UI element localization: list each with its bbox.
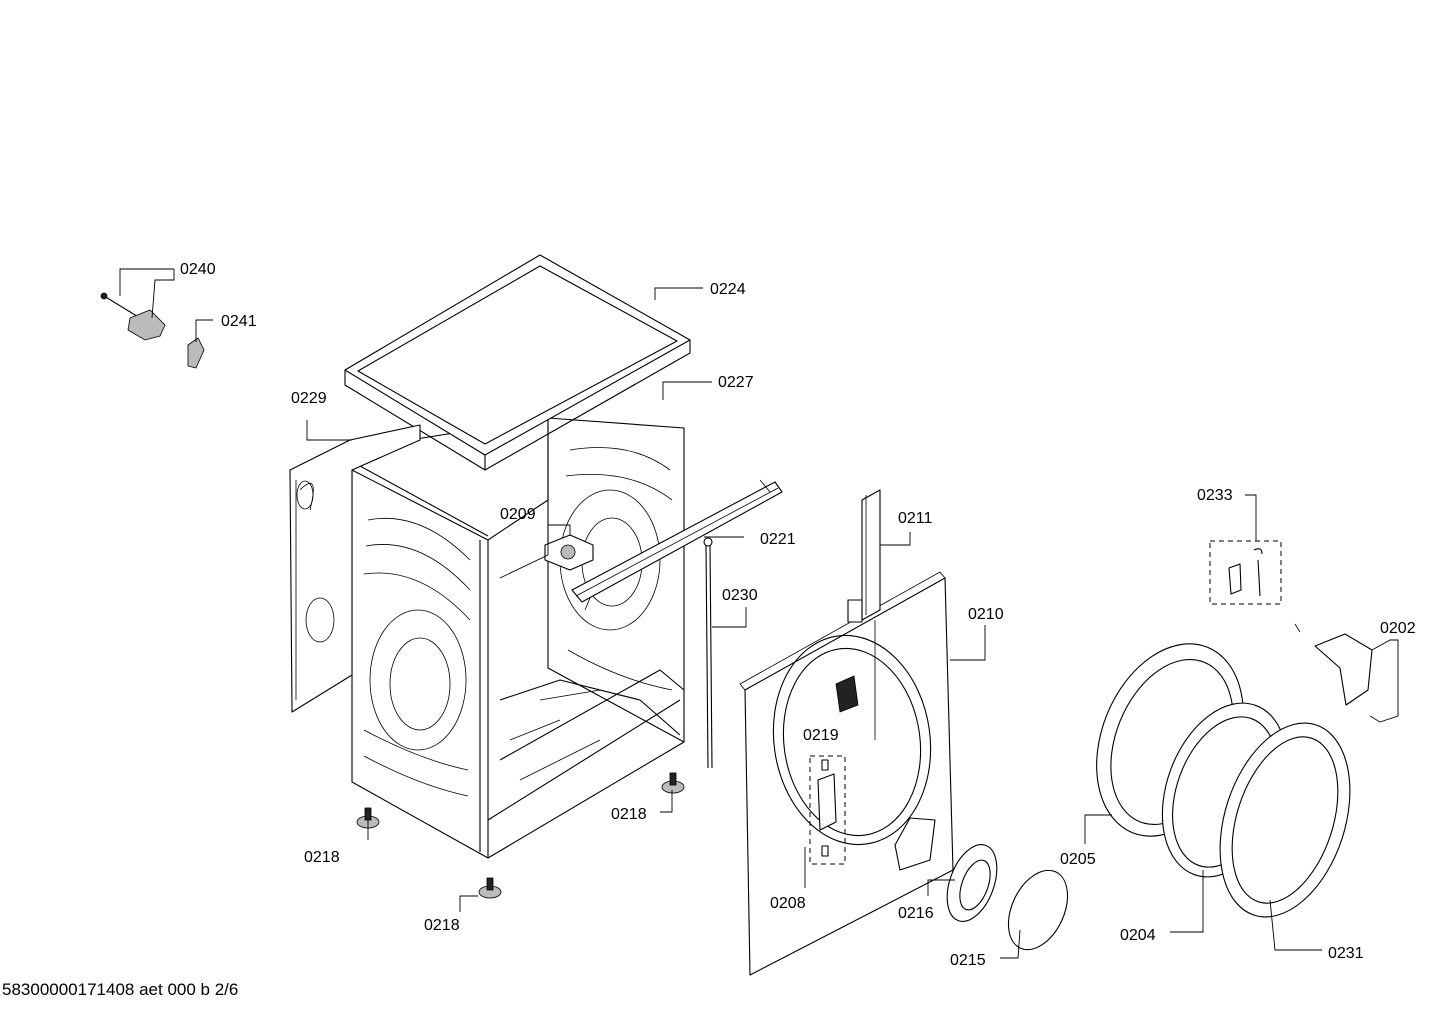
label-0211: 0211	[898, 510, 933, 527]
label-0240: 0240	[180, 261, 216, 278]
label-0202: 0202	[1380, 620, 1416, 637]
label-0218-left: 0218	[304, 849, 340, 866]
label-0210: 0210	[968, 606, 1004, 623]
foot-2	[478, 877, 502, 899]
label-0208: 0208	[770, 895, 806, 912]
label-0221: 0221	[760, 531, 796, 548]
suspension-rod	[703, 537, 713, 769]
lock-bracket	[847, 489, 881, 740]
label-0218-right: 0218	[611, 806, 647, 823]
label-0209: 0209	[500, 506, 536, 523]
label-0229: 0229	[291, 390, 327, 407]
label-0241: 0241	[221, 313, 257, 330]
label-0215: 0215	[950, 952, 986, 969]
transport-bolt	[100, 292, 166, 341]
label-0233: 0233	[1197, 487, 1233, 504]
cabinet-housing	[351, 417, 685, 859]
inner-hinge-ring	[946, 844, 998, 922]
cross-brace	[571, 479, 783, 611]
door-outer-ring	[1219, 722, 1351, 918]
label-0231: 0231	[1328, 945, 1364, 962]
label-0224: 0224	[710, 281, 746, 298]
label-0230: 0230	[722, 587, 758, 604]
door-lock	[835, 675, 859, 713]
label-0218-bottom: 0218	[424, 917, 460, 934]
round-cover	[1007, 869, 1069, 951]
front-panel	[739, 571, 954, 976]
label-0204: 0204	[1120, 927, 1156, 944]
leader-lines	[119, 268, 1399, 959]
label-0216: 0216	[898, 905, 934, 922]
hinge-group	[809, 755, 846, 865]
small-parts-kit	[1209, 540, 1282, 605]
label-0219: 0219	[803, 727, 839, 744]
bolt-cap	[187, 337, 205, 369]
door-hinge	[1294, 623, 1381, 723]
label-0227: 0227	[718, 374, 754, 391]
document-footer-code: 58300000171408 aet 000 b 2/6	[2, 980, 239, 999]
foot-3	[661, 772, 685, 794]
side-panel	[289, 424, 421, 713]
label-0205: 0205	[1060, 851, 1096, 868]
